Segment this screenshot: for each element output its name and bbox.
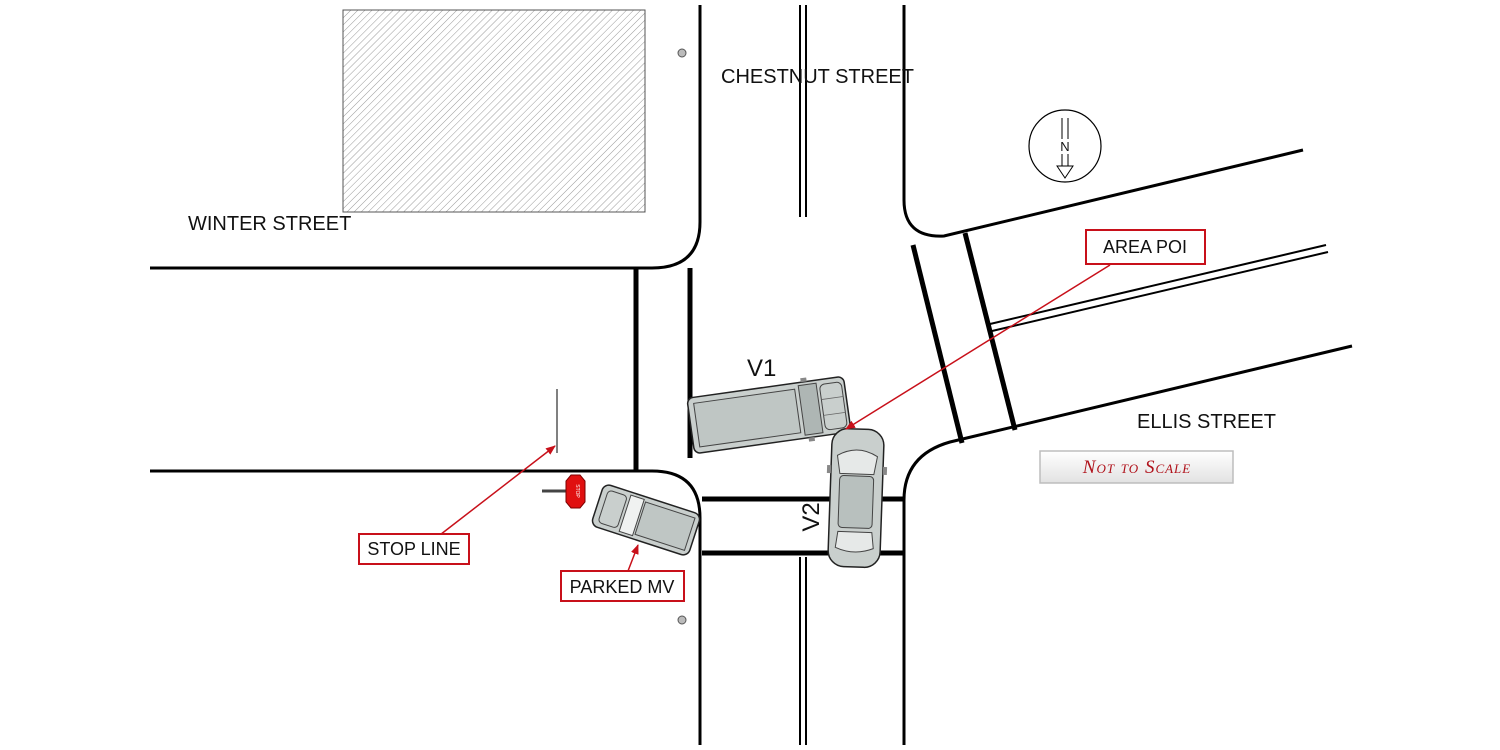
- ellis-street-label: ELLIS STREET: [1137, 411, 1276, 433]
- vehicle-v2: [826, 427, 888, 569]
- chestnut-street-label: CHESTNUT STREET: [721, 66, 914, 88]
- callout-arrows: [435, 264, 1111, 572]
- north-label: N: [1060, 139, 1069, 154]
- curb-lines: [150, 5, 1353, 745]
- chestnut-centerline: [799, 5, 807, 745]
- callout-stop-line: STOP LINE: [358, 533, 470, 565]
- utility-pole-north: [677, 48, 687, 58]
- scale-note: Not to Scale: [1039, 450, 1234, 484]
- v1-label: V1: [747, 355, 776, 382]
- stop-line-label: STOP LINE: [367, 539, 460, 559]
- stop-sign: STOP: [542, 474, 586, 509]
- north-arrow: N: [1028, 109, 1102, 183]
- building: [342, 9, 646, 213]
- area-poi-label: AREA POI: [1103, 237, 1187, 257]
- vehicle-v1: [686, 376, 852, 454]
- stop-sign-text: STOP: [574, 484, 580, 498]
- callout-parked-mv: PARKED MV: [560, 570, 685, 602]
- scale-note-text: Not to Scale: [1082, 457, 1191, 478]
- ellis-centerline: [989, 244, 1329, 332]
- winter-street-label: WINTER STREET: [188, 213, 351, 235]
- utility-pole-south: [677, 615, 687, 625]
- parked-vehicle: [591, 484, 701, 556]
- v2-label: V2: [798, 502, 825, 531]
- parked-mv-label: PARKED MV: [570, 577, 675, 597]
- callout-area-poi: AREA POI: [1085, 229, 1206, 265]
